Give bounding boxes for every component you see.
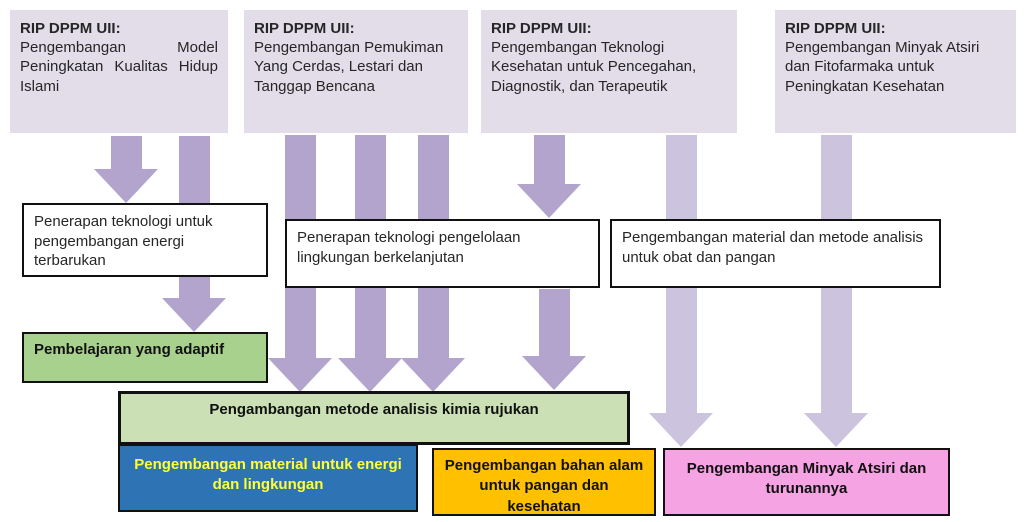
arrow-head (401, 358, 465, 392)
strategy-text: Penerapan teknologi untuk pengembangan e… (34, 213, 213, 269)
outcome-box-material-energy: Pengembangan material untuk energi dan l… (118, 444, 418, 512)
arrow-down-icon (522, 289, 586, 390)
rip-box-smart-settlement: RIP DPPM UII: Pengembangan Pemukiman Yan… (244, 10, 468, 133)
rip-box-header: RIP DPPM UII: (785, 20, 886, 37)
strategy-text: Pengembangan material dan metode analisi… (622, 229, 924, 266)
arrow-shaft (533, 135, 565, 184)
arrow-head (649, 413, 713, 447)
outcome-box-adaptive-learning: Pembelajaran yang adaptif (22, 332, 268, 383)
rip-box-islamic-quality-of-life: RIP DPPM UII: Pengembangan Model Peningk… (10, 10, 228, 133)
arrow-head (338, 358, 402, 392)
arrow-head (517, 184, 581, 218)
arrow-shaft (110, 136, 142, 169)
outcome-text: Pembelajaran yang adaptif (34, 341, 225, 358)
outcome-box-reference-chemistry: Pengambangan metode analisis kimia rujuk… (118, 391, 630, 445)
arrow-down-icon (649, 135, 713, 447)
outcome-text: Pengembangan bahan alam untuk pangan dan… (444, 457, 644, 515)
rip-box-body: Pengembangan Pemukiman Yang Cerdas, Lest… (254, 39, 444, 95)
arrow-down-icon (517, 135, 581, 218)
arrow-head (804, 413, 868, 447)
outcome-text: Pengembangan Minyak Atsiri dan turunanny… (686, 460, 927, 498)
arrow-head (162, 298, 226, 332)
strategy-text: Penerapan teknologi pengelolaan lingkung… (297, 229, 521, 266)
rip-box-body: Pengembangan Model Peningkatan Kualitas … (20, 39, 218, 95)
outcome-text: Pengembangan material untuk energi dan l… (134, 456, 402, 494)
strategy-box-renewable-energy: Penerapan teknologi untuk pengembangan e… (22, 203, 268, 277)
arrow-down-icon (804, 135, 868, 447)
rip-box-body: Pengembangan Teknologi Kesehatan untuk P… (491, 39, 697, 95)
rip-box-health-technology: RIP DPPM UII: Pengembangan Teknologi Kes… (481, 10, 737, 133)
arrow-head (522, 356, 586, 390)
arrow-shaft (538, 289, 570, 356)
arrow-head (268, 358, 332, 392)
arrow-head (94, 169, 158, 203)
strategy-box-environment-management: Penerapan teknologi pengelolaan lingkung… (285, 219, 600, 288)
outcome-box-essential-oil: Pengembangan Minyak Atsiri dan turunanny… (663, 448, 950, 516)
outcome-box-natural-food-health: Pengembangan bahan alam untuk pangan dan… (432, 448, 656, 516)
rip-box-header: RIP DPPM UII: (254, 20, 355, 37)
arrow-down-icon (94, 136, 158, 203)
strategy-box-drug-food-analysis: Pengembangan material dan metode analisi… (610, 219, 941, 288)
outcome-text: Pengambangan metode analisis kimia rujuk… (209, 401, 539, 418)
rip-box-header: RIP DPPM UII: (20, 20, 121, 37)
rip-box-body: Pengembangan Minyak Atsiri dan Fitofarma… (785, 39, 980, 95)
rip-box-header: RIP DPPM UII: (491, 20, 592, 37)
rip-box-essential-oil: RIP DPPM UII: Pengembangan Minyak Atsiri… (775, 10, 1016, 133)
